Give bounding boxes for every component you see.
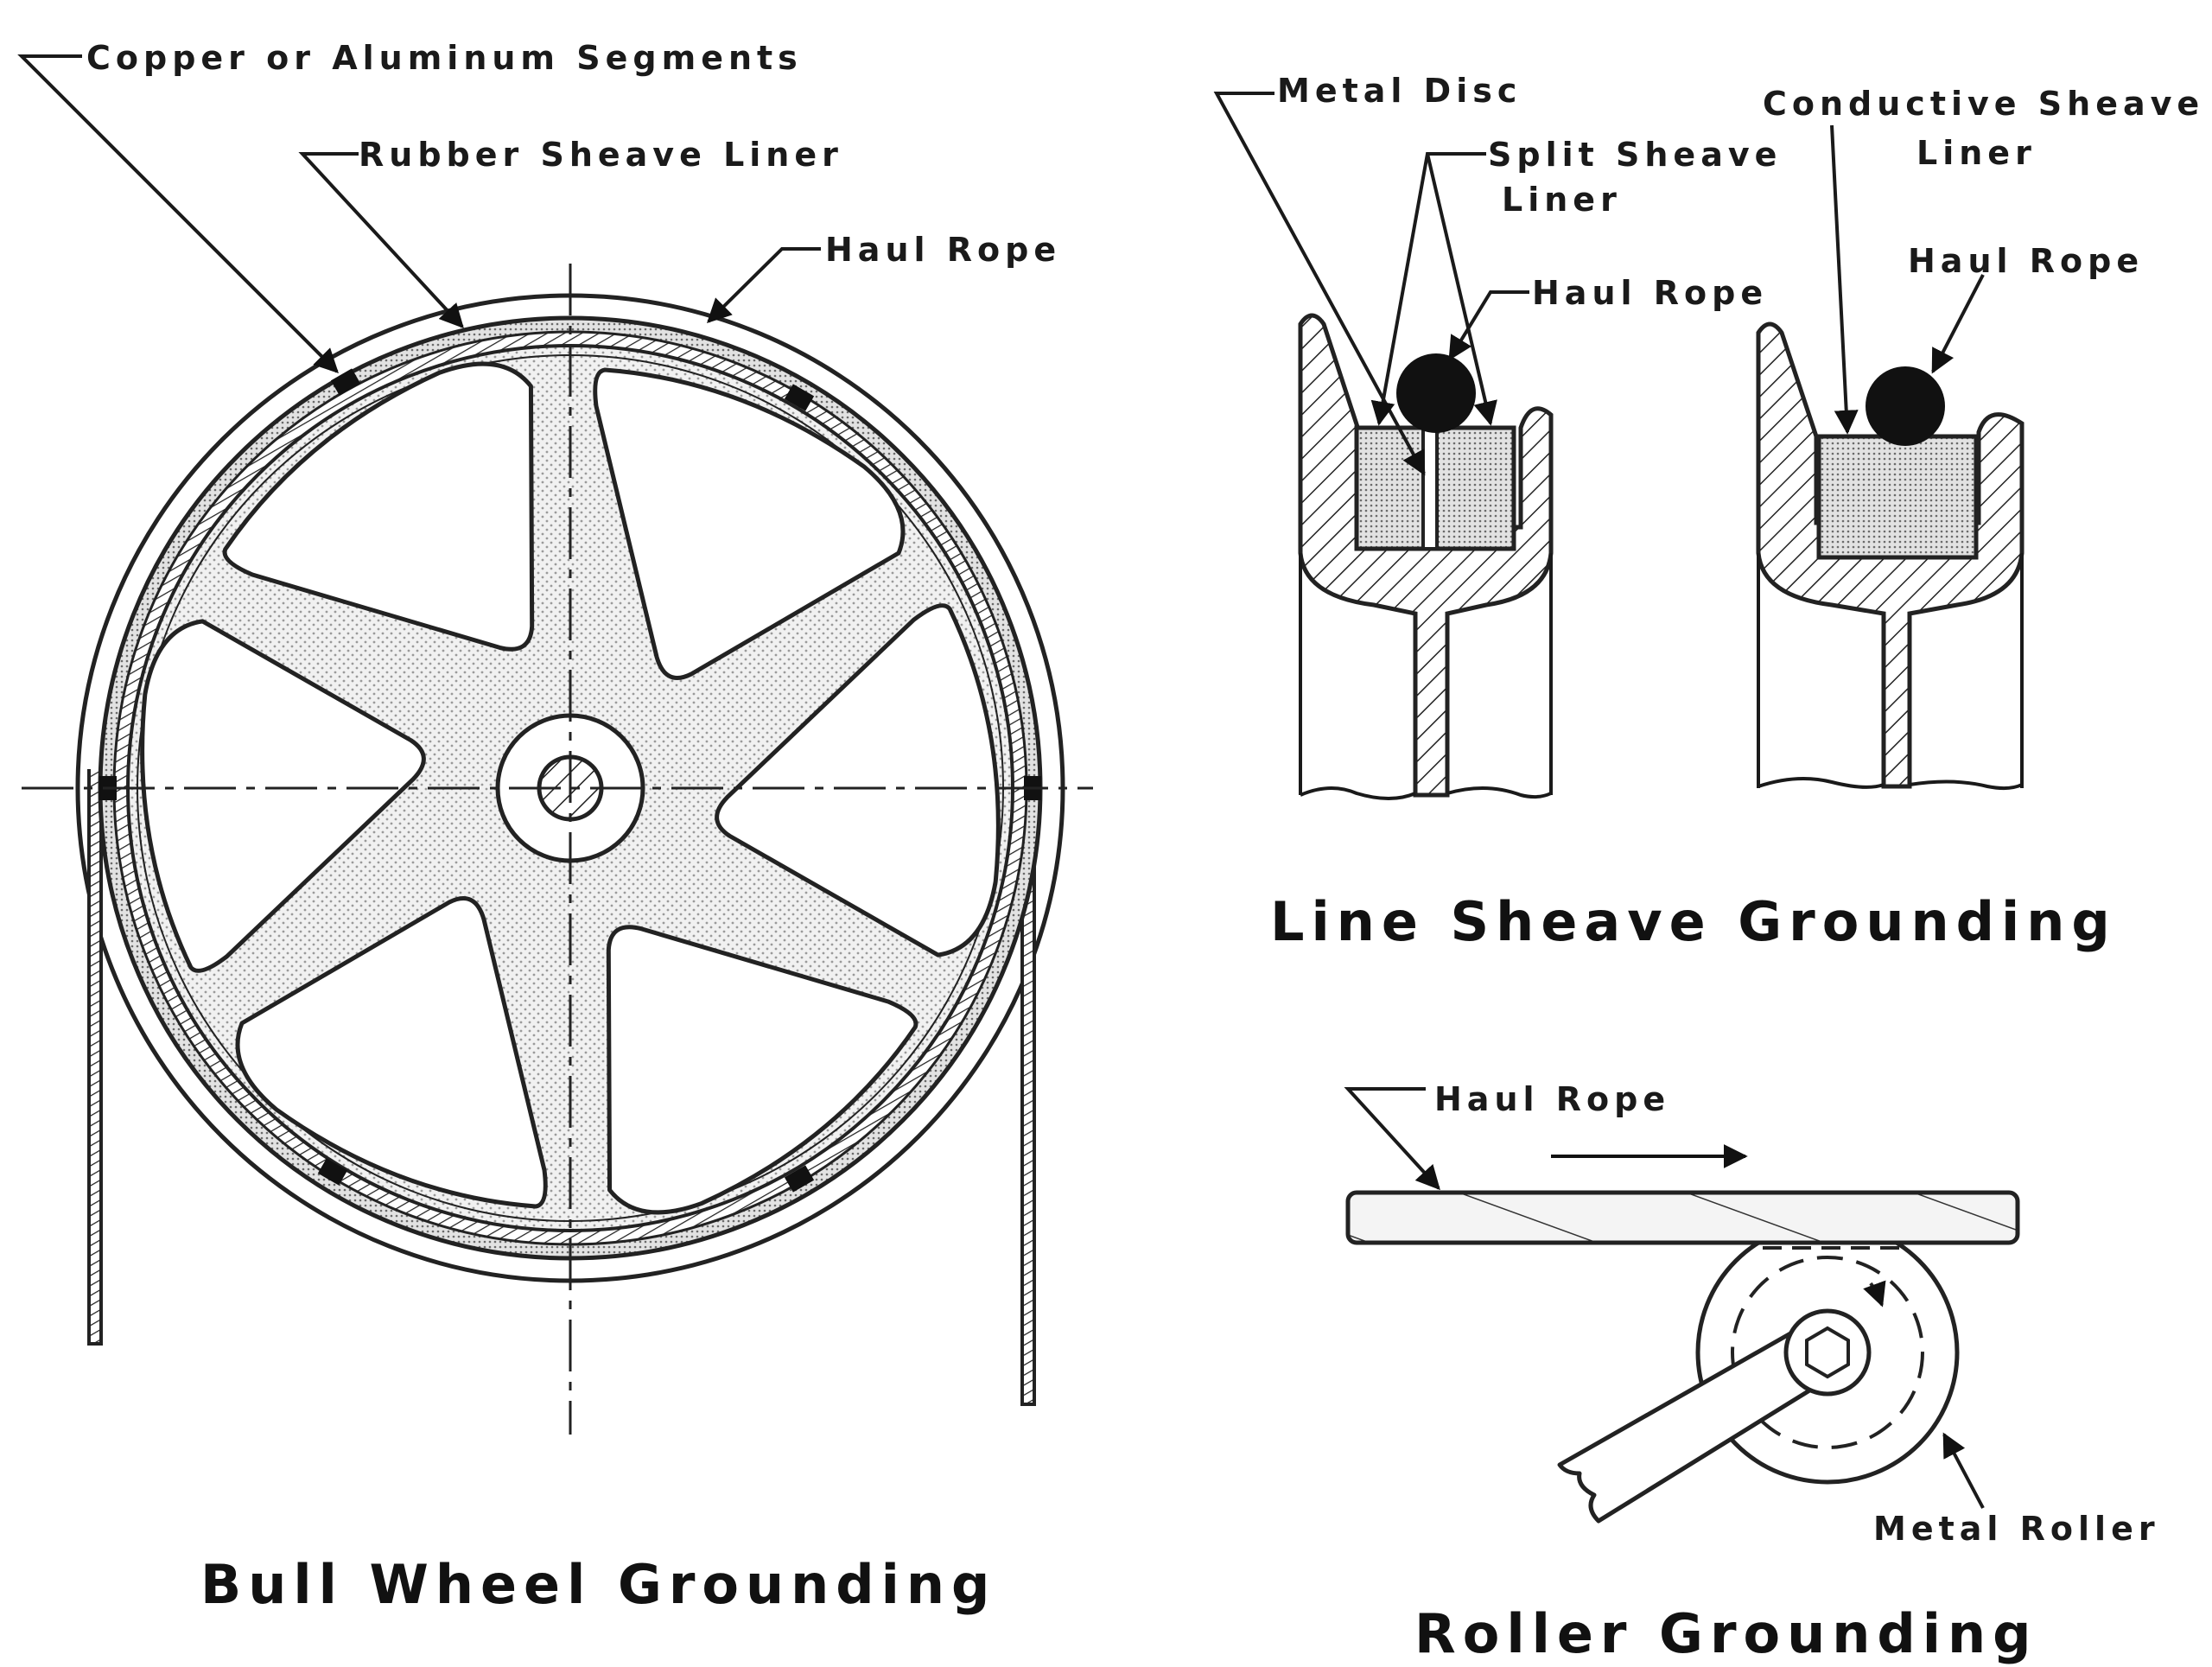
label-segments: Copper or Aluminum Segments	[86, 39, 803, 77]
roller-dashed-inner	[1731, 1256, 1924, 1449]
rope-drop-right	[1020, 788, 1036, 1406]
leader-segments	[17, 54, 339, 373]
line-sheave-split: Metal Disc Split Sheave Liner Haul Rope	[1213, 72, 1782, 800]
sheave-section-left	[1298, 313, 1554, 798]
wheel-openings	[41, 291, 1098, 1286]
leader-split-liner-b	[1426, 153, 1497, 426]
line-sheave-title: Line Sheave Grounding	[1270, 890, 2117, 953]
leader-metal-disc	[1213, 92, 1426, 476]
conductive-sheave-liner	[1816, 434, 1979, 560]
bull-wheel-title: Bull Wheel Grounding	[200, 1553, 996, 1616]
label-conductive-liner-1: Conductive Sheave	[1763, 85, 2204, 123]
haul-rope-left	[1396, 353, 1476, 433]
label-roller-haul-rope: Haul Rope	[1434, 1080, 1670, 1118]
bull-wheel: Copper or Aluminum Segments Rubber Sheav…	[17, 39, 1099, 1616]
label-conductive-liner-2: Liner	[1916, 134, 2037, 172]
rope-drop-left	[87, 769, 103, 1346]
leader-metal-roller	[1942, 1432, 1985, 1509]
roller-hex-nut	[1805, 1326, 1850, 1379]
label-split-liner-2: Liner	[1502, 181, 1622, 219]
leader-conductive-liner	[1830, 124, 1859, 435]
metal-disc	[1421, 426, 1439, 550]
label-split-liner-1: Split Sheave	[1488, 136, 1782, 174]
roller-arm	[1557, 1320, 1839, 1524]
leader-roller-haul-rope	[1344, 1087, 1440, 1191]
label-rubber-liner: Rubber Sheave Liner	[359, 136, 843, 174]
label-metal-disc: Metal Disc	[1277, 72, 1522, 110]
roller-haul-rope	[1345, 1190, 2020, 1245]
haul-rope-right	[1866, 366, 1945, 446]
leader-rubber-liner	[298, 152, 464, 329]
leader-haul-rope-left	[1448, 290, 1529, 361]
label-metal-roller: Metal Roller	[1873, 1510, 2160, 1548]
roller-grounding: Haul Rope Metal Roller Roller Grounding	[1344, 1080, 2160, 1665]
line-sheave-conductive: Conductive Sheave Liner Haul Rope	[1756, 85, 2204, 791]
label-haul-rope: Haul Rope	[825, 231, 1061, 269]
leader-haul-rope-right	[1931, 274, 1985, 374]
leader-haul-rope	[707, 247, 821, 323]
label-haul-rope-left: Haul Rope	[1532, 274, 1768, 312]
roller-title: Roller Grounding	[1414, 1602, 2038, 1665]
label-haul-rope-right: Haul Rope	[1908, 242, 2144, 280]
